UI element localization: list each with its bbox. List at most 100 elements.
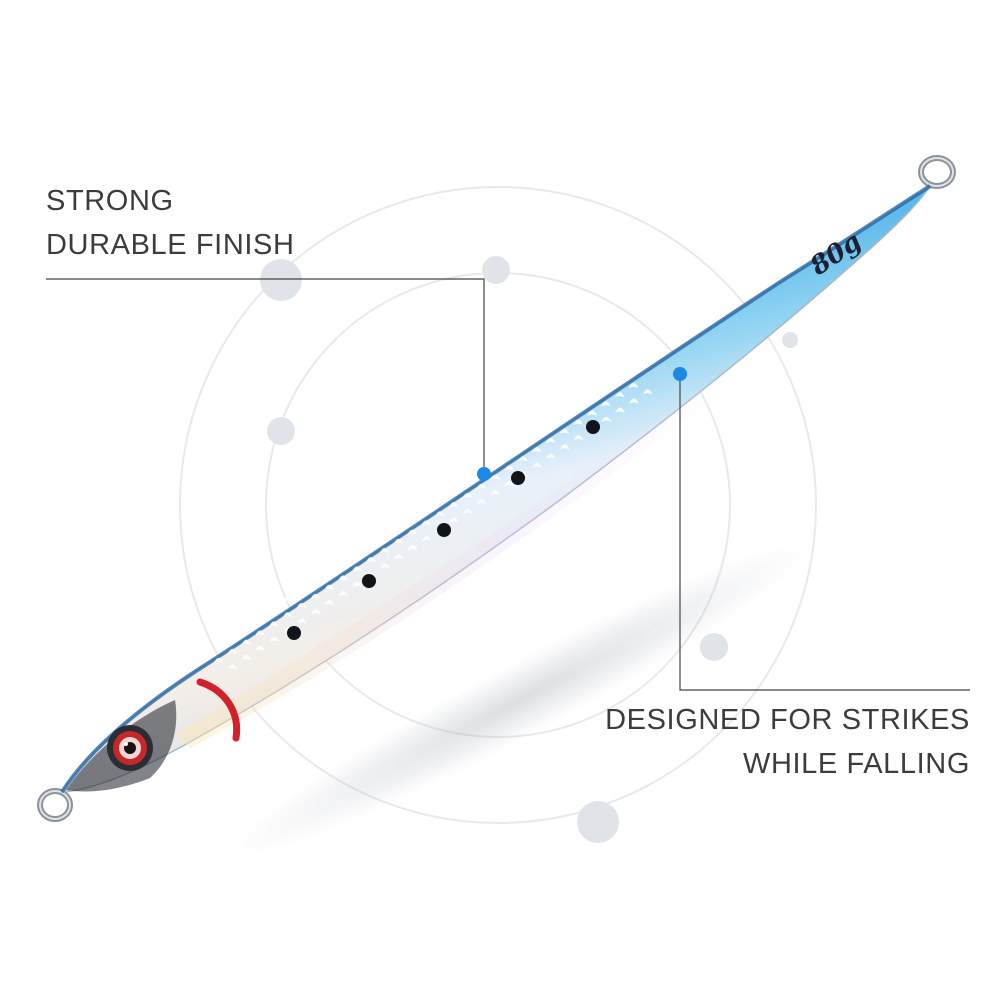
scale [213, 657, 224, 664]
scale [559, 444, 570, 450]
scale [338, 590, 349, 597]
split-ring-head [37, 788, 73, 822]
scale [615, 407, 626, 414]
scale [407, 529, 418, 536]
scale [268, 621, 279, 627]
scale [352, 581, 363, 588]
scale [213, 627, 224, 633]
ring-dot [577, 801, 619, 843]
scale [227, 664, 238, 670]
scale [323, 553, 334, 560]
scale [226, 617, 237, 624]
scale [586, 394, 597, 401]
scale [517, 456, 528, 462]
scale [392, 507, 403, 514]
callout-lines [46, 278, 970, 691]
scale [600, 385, 611, 392]
callout-strikes-falling: DESIGNED FOR STRIKES WHILE FALLING [605, 698, 970, 786]
scale [449, 517, 460, 524]
split-ring-tail [918, 155, 956, 189]
scale [628, 382, 639, 389]
scale [241, 639, 252, 646]
scale [310, 609, 321, 615]
scale [462, 492, 473, 499]
scale [282, 581, 293, 587]
callout-top-line1: STRONG [46, 185, 174, 217]
ring-dot [260, 259, 302, 301]
scale [434, 511, 445, 517]
scale [600, 401, 611, 407]
scale [227, 633, 238, 639]
scale [420, 489, 431, 496]
scale [393, 538, 404, 545]
callout-bottom-line2: WHILE FALLING [743, 748, 970, 780]
scale [268, 590, 279, 596]
scale [601, 416, 612, 423]
scale [573, 419, 584, 426]
scale [559, 428, 570, 435]
scale [462, 462, 473, 468]
scale [572, 404, 583, 410]
scale [323, 569, 334, 575]
scale [365, 541, 376, 548]
scale [462, 508, 473, 514]
background-dots [260, 256, 798, 843]
scale [240, 624, 251, 630]
scale [310, 578, 321, 584]
scale [393, 523, 404, 529]
scale [545, 453, 556, 459]
scale [407, 545, 418, 551]
callout-top-line2: DURABLE FINISH [46, 229, 295, 261]
scale [448, 502, 459, 508]
callout-line-bottom [679, 374, 970, 691]
scale [476, 483, 487, 490]
scale [324, 600, 335, 606]
scale [421, 535, 432, 542]
scale [503, 434, 514, 441]
scale [269, 636, 280, 643]
scale [586, 379, 597, 386]
scale [199, 636, 210, 642]
scale [254, 599, 265, 606]
lateral-dots [287, 420, 600, 640]
gill-mark [196, 678, 241, 742]
scale [504, 465, 515, 471]
scale [614, 361, 625, 367]
scale [642, 389, 653, 395]
callout-bottom-line1: DESIGNED FOR STRIKES [605, 704, 970, 736]
scale [255, 645, 266, 652]
scale [531, 416, 542, 422]
scale [406, 514, 417, 520]
scale [462, 477, 473, 483]
scale [309, 562, 320, 569]
scale [434, 495, 445, 502]
scale [559, 413, 570, 419]
scale [573, 435, 584, 441]
scale [490, 490, 501, 496]
scale [531, 447, 542, 453]
outer-ring [179, 186, 817, 824]
scale [531, 431, 542, 438]
scale [600, 370, 611, 376]
callout-dot-top [477, 467, 491, 481]
scale [282, 612, 293, 618]
scale [572, 388, 583, 395]
scale [406, 498, 417, 505]
scale [476, 499, 487, 505]
scale [268, 605, 279, 612]
scale [254, 614, 265, 621]
scale [545, 407, 556, 413]
scale [614, 392, 625, 398]
scale [628, 398, 639, 404]
callout-dot-bottom [673, 367, 687, 381]
callout-durable-finish: STRONG DURABLE FINISH [46, 179, 295, 267]
scale [240, 608, 251, 615]
scale [351, 550, 362, 557]
scale [504, 480, 515, 487]
scale [420, 504, 431, 511]
scale [338, 575, 349, 581]
scale [614, 376, 625, 383]
callout-line-top [46, 278, 485, 474]
scale [310, 593, 321, 600]
